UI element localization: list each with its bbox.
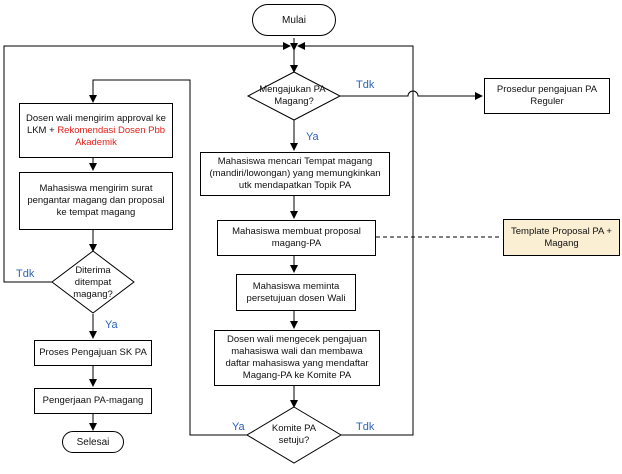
template-note-box: Template Proposal PA + Magang	[503, 219, 620, 256]
label-ya-submit: Ya	[306, 131, 319, 143]
decision-accepted-shape	[51, 250, 135, 314]
decision-submit-label: Mengajukan PA-Magang?	[259, 84, 329, 107]
label-ya-accepted: Ya	[105, 319, 118, 331]
sk-pa-box: Proses Pengajuan SK PA	[34, 340, 152, 366]
pa-magang-work-box: Pengerjaan PA-magang	[34, 388, 152, 414]
label-ya-committee: Ya	[232, 421, 245, 433]
regular-procedure-box: Prosedur pengajuan PA Reguler	[484, 78, 610, 114]
request-approval-box: Mahasiswa meminta persetujuan dosen Wali	[236, 274, 356, 311]
loop-tdk-committee	[297, 42, 414, 436]
label-tdk-accepted: Tdk	[16, 268, 35, 280]
label-tdk-committee: Tdk	[356, 421, 375, 433]
decision-committee-shape	[246, 406, 342, 464]
advisor-check-box: Dosen wali mengecek pengajuan mahasiswa …	[214, 330, 380, 386]
advisor-approval-box: Dosen wali mengirim approval ke LKM + Re…	[19, 103, 173, 158]
make-proposal-box: Mahasiswa membuat proposal magang-PA	[217, 220, 376, 256]
advisor-approval-text: Dosen wali mengirim approval ke LKM + Re…	[26, 112, 166, 148]
send-letter-box: Mahasiswa mengirim surat pengantar magan…	[19, 172, 173, 230]
start-terminal: Mulai	[252, 4, 336, 36]
label-tdk-submit: Tdk	[356, 79, 375, 91]
find-internship-box: Mahasiswa mencari Tempat magang (mandiri…	[200, 152, 390, 196]
loop-tdk-accepted	[3, 42, 291, 283]
decision-accepted-label: Diterima ditempat magang?	[73, 265, 113, 300]
loop-ya-committee	[89, 79, 247, 436]
decision-committee-label: Komite PA setuju?	[271, 423, 317, 446]
arrow-tdk-regular	[339, 90, 483, 100]
decision-submit-shape	[246, 71, 342, 121]
end-terminal: Selesai	[62, 431, 124, 453]
